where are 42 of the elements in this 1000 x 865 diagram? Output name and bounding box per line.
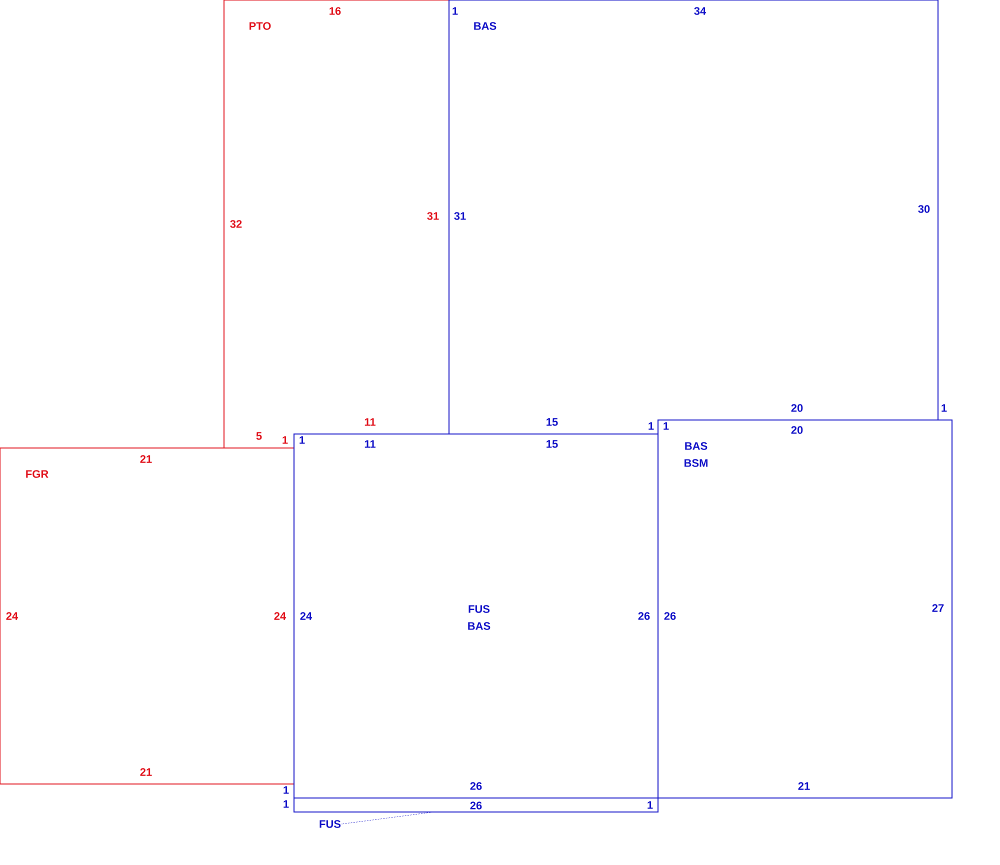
dimension-number: 31 <box>454 212 466 220</box>
dimension-number: 1 <box>300 436 305 444</box>
zone-code: FUS <box>320 820 341 828</box>
dimension-number: 1 <box>282 436 288 444</box>
dimension-number: 26 <box>664 612 676 620</box>
dimension-number: 27 <box>932 604 944 612</box>
dimension-number: 20 <box>791 404 803 412</box>
dimension-number: 11 <box>364 418 376 426</box>
dimension-number: 1 <box>452 7 458 15</box>
dimension-number: 24 <box>6 612 18 620</box>
dimension-number: 1 <box>284 800 289 808</box>
zone-code: FGR <box>26 470 48 478</box>
dimension-number: 1 <box>284 786 289 794</box>
dimension-number: 11 <box>364 440 376 448</box>
zone-code: FUS <box>468 605 490 613</box>
zone-code: BSM <box>684 459 708 467</box>
dimension-number: 21 <box>140 768 152 776</box>
zone-code: BAS <box>685 442 708 450</box>
dimension-number: 24 <box>300 612 312 620</box>
dimension-number: 24 <box>274 612 286 620</box>
dimension-number: 1 <box>648 422 654 430</box>
dimension-number: 26 <box>470 782 482 790</box>
dimension-number: 21 <box>798 782 810 790</box>
dimension-number: 34 <box>694 7 706 15</box>
dimension-number: 5 <box>256 432 262 440</box>
dimension-number: 15 <box>546 418 558 426</box>
leader-line <box>341 812 432 824</box>
dimension-number: 1 <box>942 404 947 412</box>
dimension-number: 1 <box>664 422 669 430</box>
dimension-number: 20 <box>791 426 803 434</box>
dimension-number: 30 <box>918 205 930 213</box>
dimension-number: 31 <box>427 212 439 220</box>
zone-code: BAS <box>468 622 490 630</box>
dimension-number: 26 <box>470 802 482 810</box>
dimension-number: 16 <box>330 7 341 15</box>
dimension-number: 21 <box>140 455 152 463</box>
zone-code: BAS <box>474 22 496 30</box>
zone-code: PTO <box>250 22 271 30</box>
dimension-number: 1 <box>648 801 653 809</box>
dimension-number: 15 <box>546 440 558 448</box>
dimension-number: 32 <box>230 220 242 228</box>
dimension-number: 26 <box>638 612 650 620</box>
